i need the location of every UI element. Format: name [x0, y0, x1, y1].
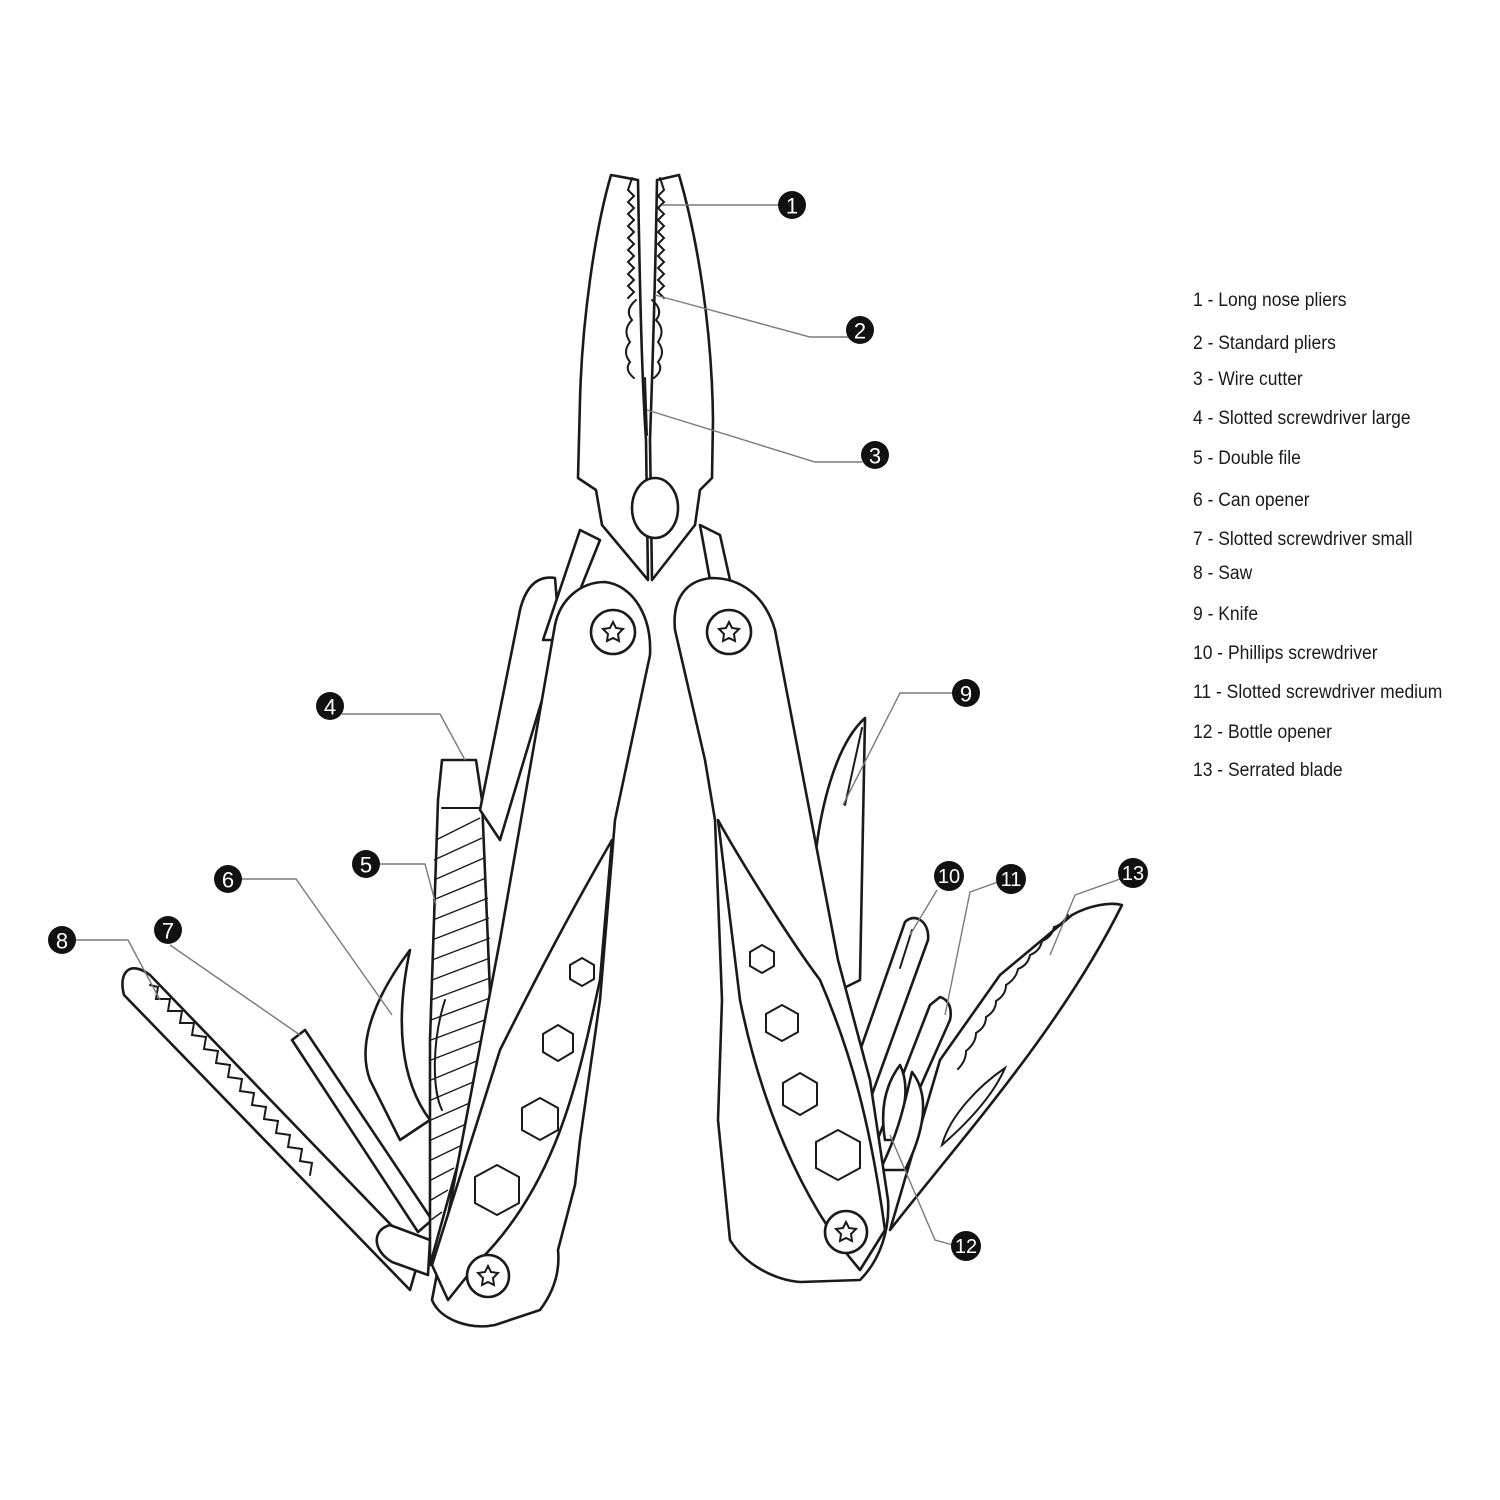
legend-item-long-nose-pliers: 1 - Long nose pliers [1193, 290, 1347, 311]
legend-item-saw: 8 - Saw [1193, 563, 1253, 584]
right-inner-channel [716, 818, 887, 1272]
right-handle [673, 523, 890, 1284]
standard-pliers-grip [625, 299, 663, 379]
callout-9: 9 [952, 679, 980, 707]
legend-item-can-opener: 6 - Can opener [1193, 490, 1310, 511]
legend-item-knife: 9 - Knife [1193, 604, 1259, 625]
legend-item-slotted-screwdriver-small: 7 - Slotted screwdriver small [1193, 529, 1413, 550]
wire-cutter-edge [644, 377, 648, 436]
leader-7 [169, 944, 301, 1036]
leader-12 [889, 1134, 954, 1246]
star-icon [716, 619, 742, 643]
saw-blade [121, 967, 422, 1292]
callout-12: 12 [951, 1231, 981, 1261]
callout-8-number: 8 [56, 929, 68, 954]
callout-3-number: 3 [869, 444, 881, 469]
callout-10-number: 10 [938, 866, 960, 888]
callout-2: 2 [846, 316, 874, 344]
callout-7-number: 7 [162, 919, 174, 944]
pivot-bolt [630, 476, 680, 540]
right-jaw [648, 173, 715, 582]
leader-11 [944, 881, 999, 1016]
legend-item-standard-pliers: 2 - Standard pliers [1193, 333, 1336, 354]
callout-6: 6 [214, 865, 242, 893]
callout-5-number: 5 [360, 853, 372, 878]
right-hex-holes [749, 943, 861, 1182]
star-icon [600, 619, 626, 643]
saw-tool [121, 967, 422, 1292]
star-icon [475, 1263, 501, 1287]
leader-10 [909, 889, 938, 936]
leader-6 [241, 878, 393, 1016]
jaw-serration-left [626, 177, 636, 299]
file-hatching [430, 817, 491, 1221]
left-hex-holes [474, 956, 595, 1217]
saw-teeth [149, 984, 314, 1176]
leader-3 [646, 409, 862, 463]
leader-13 [1049, 878, 1121, 956]
callout-5: 5 [352, 850, 380, 878]
legend-item-phillips-screwdriver: 10 - Phillips screwdriver [1193, 643, 1378, 664]
leader-4 [342, 713, 466, 761]
can-opener [364, 948, 432, 1277]
callout-4: 4 [316, 692, 344, 720]
serrated-blade [888, 902, 1124, 1232]
legend-item-serrated-blade: 13 - Serrated blade [1193, 760, 1343, 781]
callout-13: 13 [1118, 858, 1148, 888]
phillips-screwdriver [846, 916, 930, 1102]
right-top-screw [705, 608, 753, 656]
callout-10: 10 [934, 861, 964, 891]
callout-12-number: 12 [955, 1236, 977, 1258]
right-rear-plate [698, 523, 732, 582]
leader-9 [842, 692, 954, 806]
leader-2 [654, 294, 848, 338]
callout-2-number: 2 [854, 319, 866, 344]
double-file [428, 758, 494, 1267]
jaw-serration-right [656, 177, 666, 299]
legend-item-slotted-screwdriver-medium: 11 - Slotted screwdriver medium [1193, 682, 1443, 703]
callout-6-number: 6 [222, 868, 234, 893]
legend-item-bottle-opener: 12 - Bottle opener [1193, 722, 1332, 743]
left-bottom-screw [465, 1253, 511, 1299]
star-icon [833, 1219, 859, 1243]
callout-3: 3 [861, 441, 889, 469]
legend-item-wire-cutter: 3 - Wire cutter [1193, 369, 1303, 390]
leader-lines [75, 204, 1121, 1246]
callout-1-number: 1 [786, 194, 798, 219]
legend-item-slotted-screwdriver-large: 4 - Slotted screwdriver large [1193, 408, 1411, 429]
callout-13-number: 13 [1122, 863, 1144, 885]
leader-5 [378, 863, 437, 906]
callout-11-number: 11 [1001, 869, 1022, 891]
legend-item-double-file: 5 - Double file [1193, 448, 1301, 469]
callout-8: 8 [48, 926, 76, 954]
callout-1: 1 [778, 191, 806, 219]
callout-9-number: 9 [960, 682, 972, 707]
left-handle [430, 580, 652, 1328]
serration [957, 914, 1069, 1070]
right-bottom-screw [823, 1209, 869, 1255]
callout-4-number: 4 [324, 695, 336, 720]
pliers-head [576, 173, 715, 582]
leader-8 [75, 939, 161, 1001]
bottle-opener [878, 1063, 925, 1172]
left-rear-plate [478, 576, 562, 842]
callout-7: 7 [154, 916, 182, 944]
left-top-screw [589, 608, 637, 656]
callout-11: 11 [996, 864, 1026, 894]
